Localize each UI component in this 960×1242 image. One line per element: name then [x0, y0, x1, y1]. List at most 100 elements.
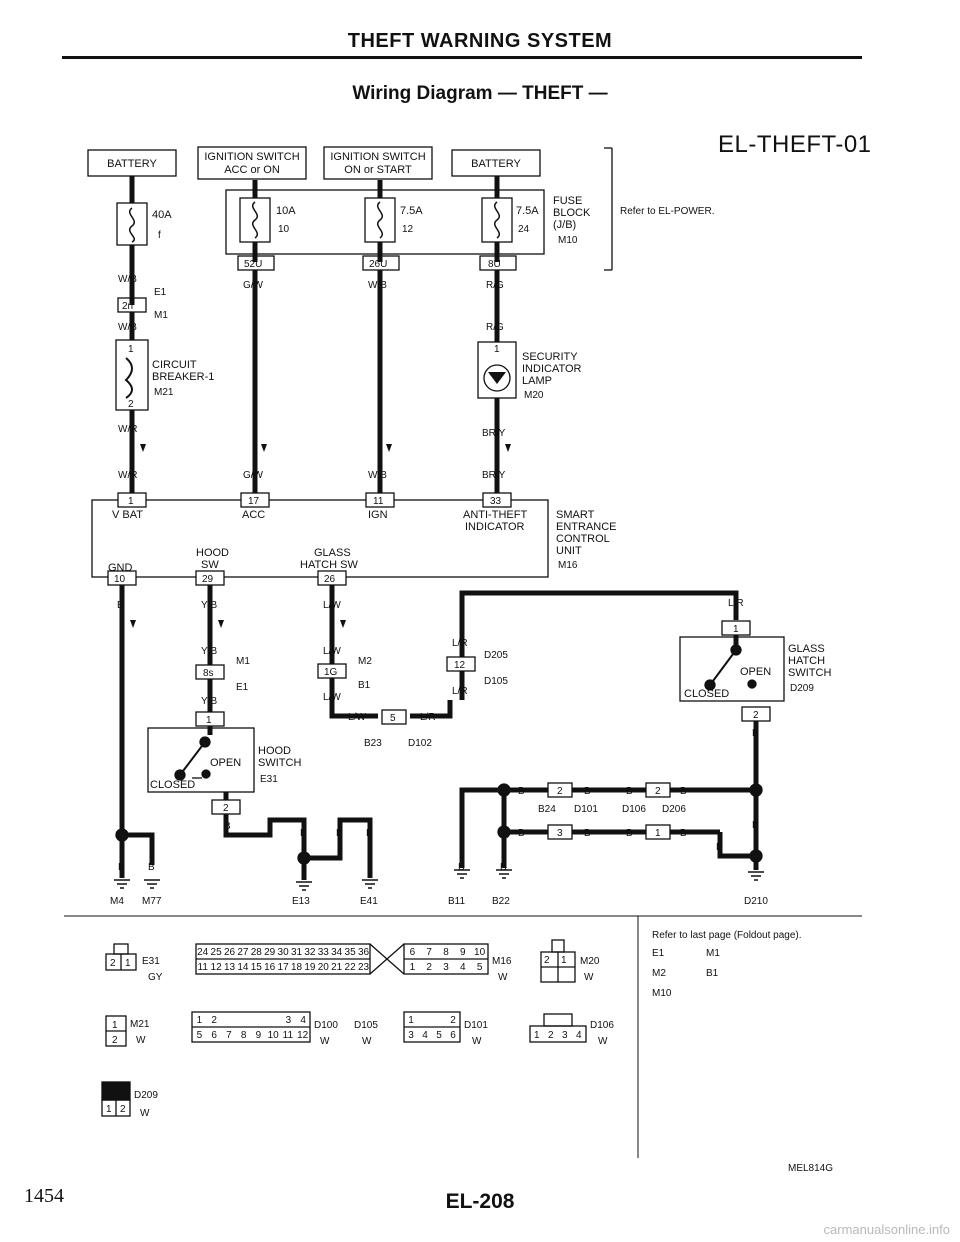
glass-pin-1: 1 — [733, 624, 739, 635]
unit-conn: M16 — [558, 560, 578, 571]
center-wire-wb-2: W/B — [368, 470, 387, 481]
d100-pin-6: 6 — [211, 1030, 217, 1041]
fuse-75a-2-label: 7.5A — [516, 205, 539, 217]
lower-wire-lr-4: L/R — [728, 598, 744, 609]
junction-wire-b-7: B — [626, 828, 633, 839]
d100-color: W — [320, 1036, 330, 1047]
fuse-block — [225, 189, 545, 255]
m16-pin-23: 23 — [358, 962, 370, 973]
cb-conn: M21 — [154, 387, 174, 398]
hood-switch — [147, 727, 255, 793]
m16-pin-33: 33 — [318, 947, 330, 958]
lower-wire-lw-1: L/W — [323, 600, 341, 611]
center-wire-gw-2: G/W — [243, 470, 264, 481]
refer-power: Refer to EL-POWER. — [620, 206, 714, 217]
lamp-pin-2: 2 — [494, 402, 500, 413]
d106-conn: D106 — [590, 1020, 614, 1031]
d100-pin-8: 8 — [241, 1030, 247, 1041]
refer-m1: M1 — [706, 948, 720, 959]
ign-acc-sub: ACC or ON — [224, 164, 280, 176]
d100-pin-4: 4 — [300, 1015, 306, 1026]
hood-closed: CLOSED — [150, 779, 195, 791]
m16-pin-8: 8 — [443, 947, 449, 958]
junction-conn-d206: D206 — [662, 804, 686, 815]
page-title: THEFT WARNING SYSTEM — [347, 30, 613, 52]
m16-pin-11: 11 — [198, 962, 209, 973]
d100-pin-1: 1 — [197, 1015, 203, 1026]
refer-m10: M10 — [652, 988, 672, 999]
d105-conn: D105 — [354, 1020, 378, 1031]
cb-pin-1: 1 — [128, 344, 134, 355]
m16-pin-16: 16 — [264, 962, 276, 973]
fuse-75a-2 — [481, 176, 513, 262]
gnd-wire-b-5: B — [366, 828, 373, 839]
fuse-75a-1-no: 12 — [402, 224, 414, 235]
m16-color: W — [498, 972, 508, 983]
lower-wire-lr-1: L/R — [420, 712, 436, 723]
circuit-breaker-label-2: BREAKER-1 — [152, 371, 214, 383]
d100-pin-5: 5 — [197, 1030, 203, 1041]
glass-pin-2: 2 — [753, 710, 759, 721]
d209-color: W — [140, 1108, 150, 1119]
hood-pin-2: 2 — [223, 803, 229, 814]
unit-label-ign: IGN — [368, 509, 388, 521]
m16-pin-21: 21 — [331, 962, 343, 973]
hood-open: OPEN — [210, 757, 241, 769]
lower-wire-lw-4: L/W — [348, 712, 366, 723]
gnd-wire-b-6: B — [458, 862, 465, 873]
unit-pin-33: 33 — [490, 496, 502, 507]
unit-glass-sw-2: HATCH SW — [300, 559, 358, 571]
junction-conn-d101: D101 — [574, 804, 598, 815]
glass-hatch-switch — [679, 636, 785, 702]
m16-pin-30: 30 — [278, 947, 290, 958]
unit-hood-sw-2: SW — [201, 559, 219, 571]
lower-wire-yb-1: Y/B — [201, 600, 217, 611]
m21-conn: M21 — [130, 1019, 150, 1030]
d209-pin-2: 2 — [120, 1104, 126, 1115]
lower-conn-d205: D205 — [484, 650, 508, 661]
m16-pin-26: 26 — [224, 947, 236, 958]
fuse-40a-no: f — [158, 230, 161, 241]
d101-pin-4: 4 — [422, 1030, 428, 1041]
lower-conn-d102: D102 — [408, 738, 432, 749]
lamp-wire-rg-2: R/G — [486, 322, 504, 333]
unit-glass-sw-1: GLASS — [314, 547, 351, 559]
m16-pin-34: 34 — [331, 947, 343, 958]
ign-acc-label: IGNITION SWITCH — [204, 151, 299, 163]
left-conn-m1: M1 — [154, 310, 168, 321]
fuse-75a-2-no: 24 — [518, 224, 530, 235]
fuse-75a-1 — [364, 180, 396, 262]
ign-start-label: IGNITION SWITCH — [330, 151, 425, 163]
unit-label-indicator: INDICATOR — [465, 521, 525, 533]
title-rule — [62, 56, 862, 59]
m16-pin-12: 12 — [211, 962, 223, 973]
d106-pin-1: 1 — [534, 1030, 540, 1041]
ign-acc-box — [197, 146, 307, 180]
ground-m77: M77 — [142, 896, 162, 907]
junction-wire-b-6: B — [584, 828, 591, 839]
glass-switch-label-1: GLASS — [788, 643, 825, 655]
m20-pin-1: 1 — [561, 955, 567, 966]
lower-conn-e1: E1 — [236, 682, 249, 693]
lower-wire-lw-3: L/W — [323, 692, 341, 703]
left-wire-wb-2: W/B — [118, 322, 137, 333]
lower-wire-yb-2: Y/B — [201, 646, 217, 657]
m16-pin-9: 9 — [460, 947, 466, 958]
glass-open: OPEN — [740, 666, 771, 678]
diagram-title: Wiring Diagram — THEFT — — [352, 83, 608, 104]
junction-pin-1: 1 — [655, 828, 661, 839]
lamp-wire-rg-1: R/G — [486, 280, 504, 291]
refer-b1: B1 — [706, 968, 719, 979]
glass-wire-b-1: B — [752, 728, 759, 739]
lamp-label-3: LAMP — [522, 375, 552, 387]
fuse-block-label-3: (J/B) — [553, 219, 576, 231]
lower-wire-yb-3: Y/B — [201, 696, 217, 707]
m16-pin-32: 32 — [304, 947, 316, 958]
unit-pin-26: 26 — [324, 574, 336, 585]
cb-pin-2: 2 — [128, 399, 134, 410]
d100-pin-9: 9 — [256, 1030, 262, 1041]
d106-color: W — [598, 1036, 608, 1047]
d101-pin-3: 3 — [408, 1030, 414, 1041]
